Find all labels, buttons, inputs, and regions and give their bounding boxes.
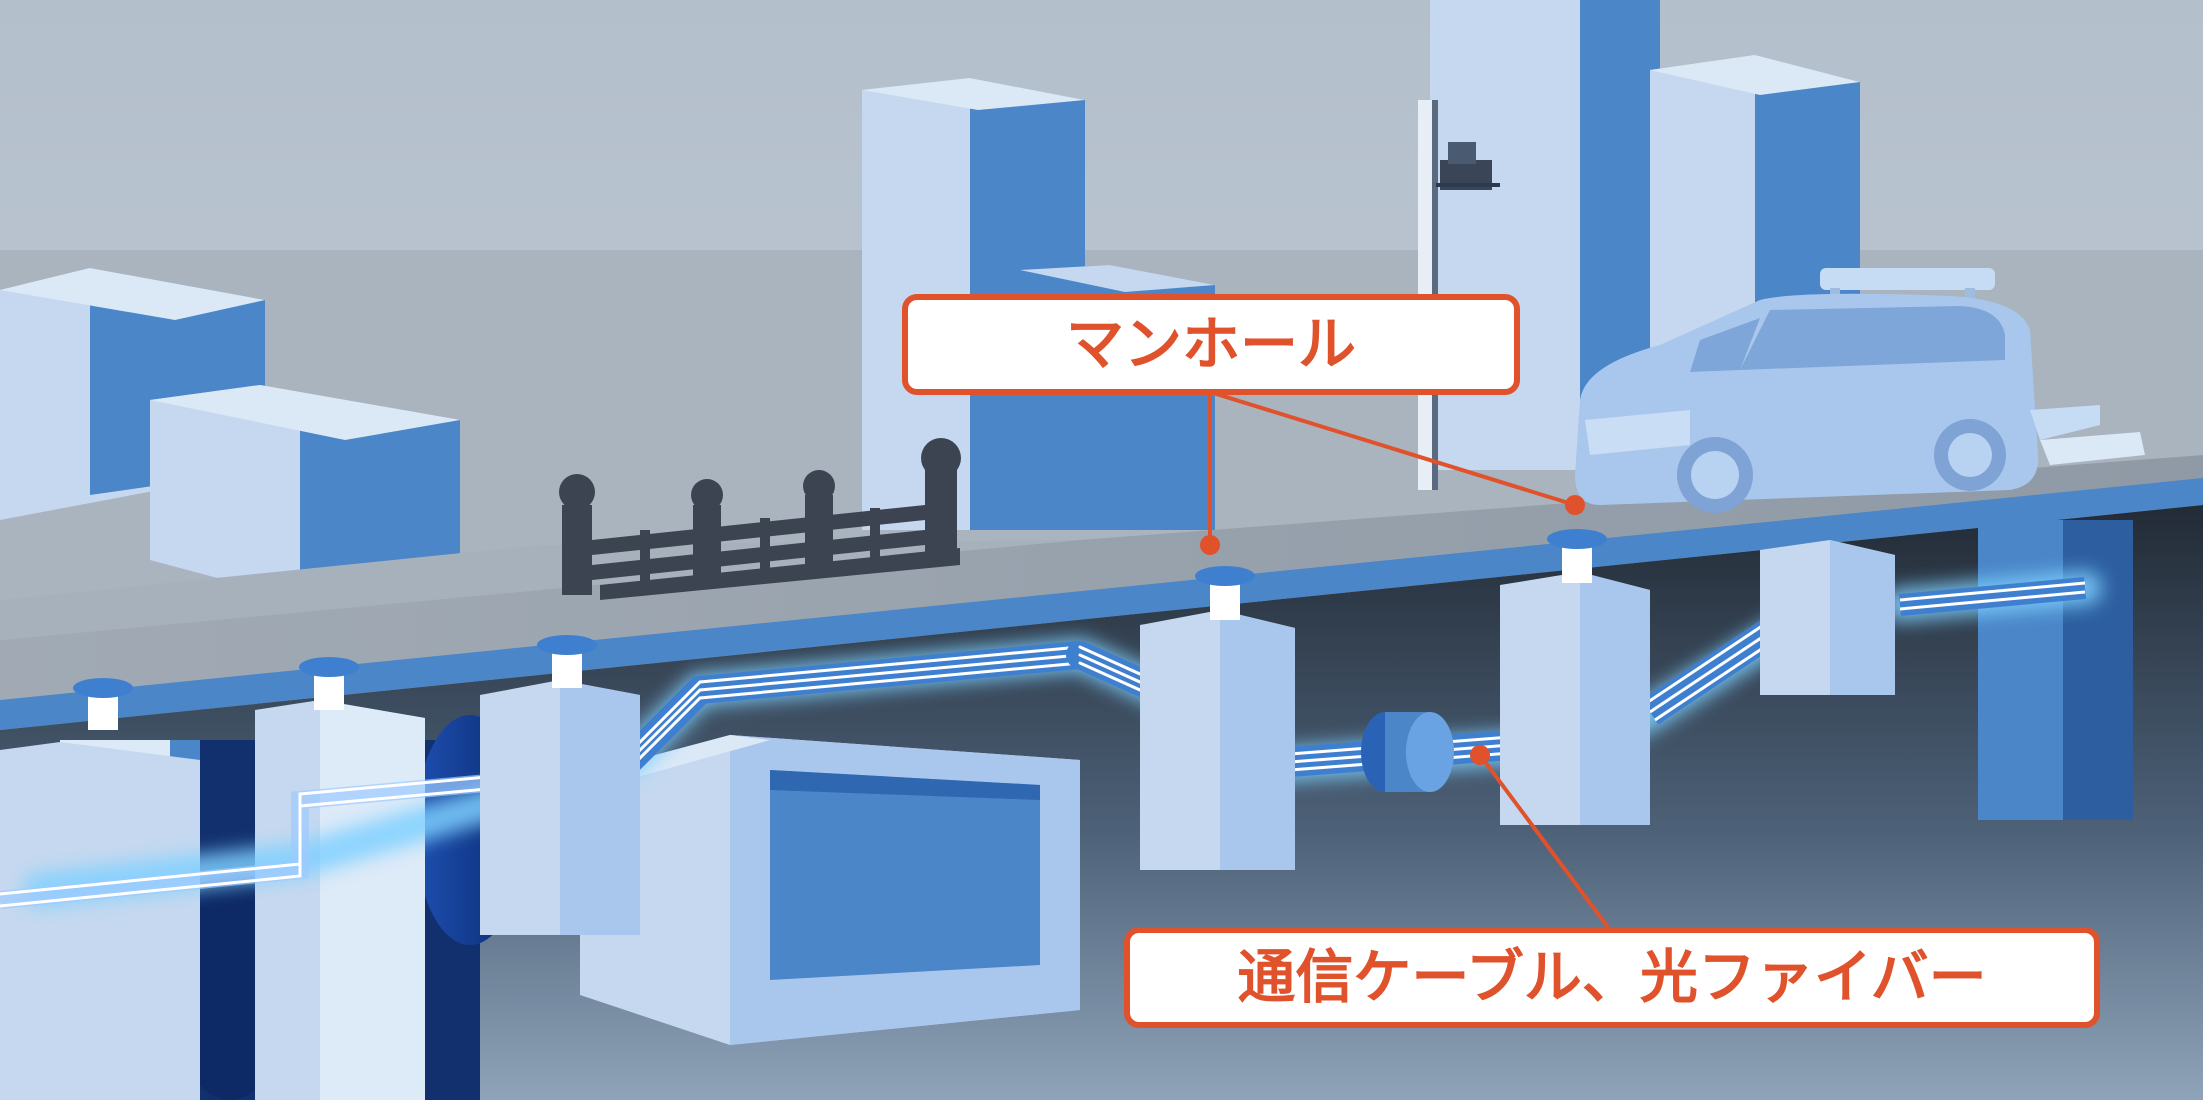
cable-callout: 通信ケーブル、光ファイバー [1124, 745, 2100, 1028]
guardrail-fence [559, 438, 961, 600]
manhole-callout: マンホール [902, 294, 1585, 555]
manhole-vault-far-right [1760, 540, 1895, 695]
manhole-cover [537, 635, 597, 688]
street-edge-band [0, 478, 2203, 730]
manhole-covers [73, 529, 1607, 730]
manhole-leader-line-2 [1209, 390, 1576, 507]
manhole-label: マンホール [1066, 310, 1356, 378]
manhole-cover [1195, 566, 1255, 620]
support-pillar-right [1978, 520, 2133, 820]
box-culvert [580, 735, 1080, 1045]
cable-leader-line [1478, 753, 1612, 932]
manhole-vault-left [480, 680, 640, 935]
cable-label: 通信ケーブル、光ファイバー [1237, 943, 1986, 1011]
pipe-coupling [1361, 712, 1454, 792]
manhole-pointer-dot [1565, 495, 1585, 515]
manhole-cover [299, 657, 359, 710]
manhole-vault-right [1500, 572, 1650, 825]
cable-bundle-tunnel [0, 771, 521, 909]
manhole-cover [1547, 529, 1607, 583]
cable-label-box [1124, 927, 2100, 1028]
cable-pointer-dot [1470, 745, 1490, 765]
van-vehicle [1575, 268, 2145, 513]
manhole-pointer-dot [1200, 535, 1220, 555]
manhole-vault-center [1140, 610, 1295, 870]
building-left-front [150, 385, 460, 600]
manhole-label-box [902, 294, 1520, 395]
manhole-cover [73, 678, 133, 730]
